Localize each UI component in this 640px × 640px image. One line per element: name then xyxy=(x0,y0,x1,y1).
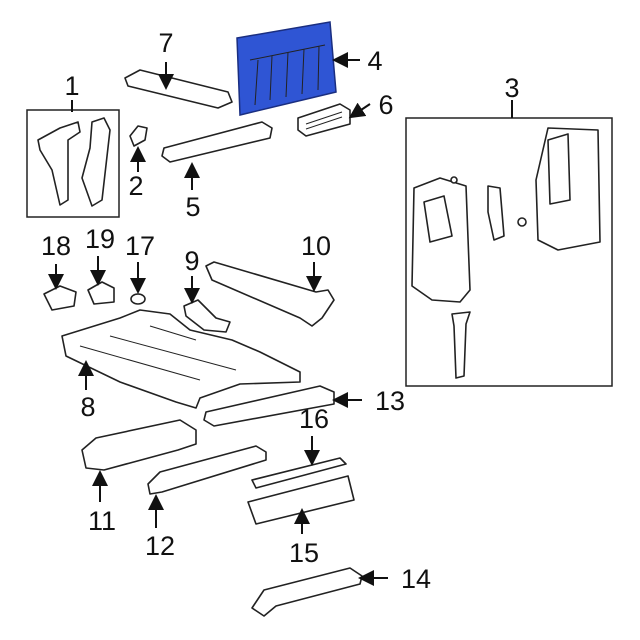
part-4-back-panel[interactable] xyxy=(236,21,337,116)
callout-19: 19 xyxy=(85,224,115,254)
callout-7: 7 xyxy=(158,28,173,58)
part-18-bracket[interactable] xyxy=(43,285,77,311)
part-11-crossmember[interactable] xyxy=(81,419,197,471)
callout-15: 15 xyxy=(289,538,319,568)
callout-9: 9 xyxy=(184,246,199,276)
callout-12: 12 xyxy=(145,531,175,561)
callout-1: 1 xyxy=(64,71,79,101)
callout-6: 6 xyxy=(378,90,393,120)
callout-11: 11 xyxy=(88,506,116,536)
part-10-side-sill[interactable] xyxy=(205,261,335,327)
callout-17: 17 xyxy=(125,231,155,261)
callout-14: 14 xyxy=(401,564,431,594)
callout-13: 13 xyxy=(375,386,405,416)
leader-arrows xyxy=(48,52,513,586)
callout-16: 16 xyxy=(299,404,329,434)
part-7-rail[interactable] xyxy=(124,69,233,109)
part-17-grommet[interactable] xyxy=(130,293,146,305)
part-19-bracket[interactable] xyxy=(87,281,115,305)
callout-18: 18 xyxy=(41,231,71,261)
part-1-pillars[interactable] xyxy=(37,117,111,207)
callout-3: 3 xyxy=(504,73,519,103)
part-9-bracket[interactable] xyxy=(183,299,231,333)
part-3-components[interactable] xyxy=(411,127,601,379)
part-8-floor-pan[interactable] xyxy=(61,309,301,409)
callout-10: 10 xyxy=(301,231,331,261)
part-14-crossmember[interactable] xyxy=(251,567,363,617)
part-5-sill[interactable] xyxy=(161,121,273,163)
callout-4: 4 xyxy=(367,46,382,76)
callout-5: 5 xyxy=(185,192,200,222)
callout-2: 2 xyxy=(128,171,143,201)
part-15-plate[interactable] xyxy=(247,475,355,525)
part-12-crossmember[interactable] xyxy=(147,445,267,495)
part-6-vent[interactable] xyxy=(297,103,351,137)
group-box-3 xyxy=(405,117,613,387)
part-2-bracket[interactable] xyxy=(129,125,148,147)
callout-8: 8 xyxy=(80,392,95,422)
